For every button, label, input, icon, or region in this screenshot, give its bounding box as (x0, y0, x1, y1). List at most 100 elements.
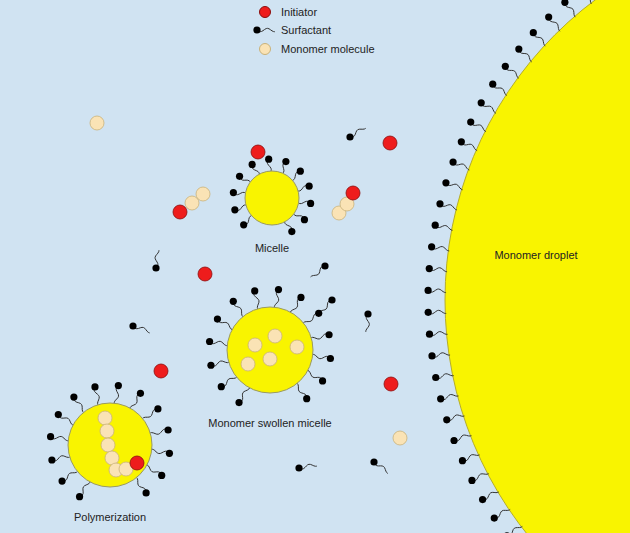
micelle-core (227, 307, 313, 393)
surfactant-head (297, 168, 304, 175)
surfactant-head (152, 264, 159, 271)
initiator-swatch (259, 6, 271, 18)
monomer-molecule (100, 424, 114, 438)
surfactant (370, 458, 387, 473)
node-outline (445, 0, 630, 533)
surfactant-head (137, 390, 144, 397)
surfactant-head (315, 310, 322, 317)
initiator (173, 205, 187, 219)
surfactant-head (253, 26, 260, 33)
monomer-molecule (290, 340, 304, 354)
surfactant (319, 296, 336, 312)
initiator (130, 456, 144, 470)
surfactant (436, 200, 457, 210)
surfactant (152, 250, 159, 271)
surfactant (70, 393, 83, 412)
surfactant (459, 455, 480, 465)
surfactant (290, 294, 304, 312)
surfactant-head (442, 179, 449, 186)
surfactant (293, 168, 304, 181)
surfactant (218, 377, 237, 390)
surfactant-tail (582, 0, 592, 4)
surfactant-head (458, 138, 465, 145)
micelle-circle: Monomer swollen micelle (227, 307, 313, 393)
surfactant (147, 465, 165, 479)
surfactant (150, 426, 171, 434)
surfactant (425, 309, 447, 316)
surfactant (253, 26, 275, 33)
surfactant-head (297, 294, 304, 301)
surfactant-head (436, 200, 443, 207)
surfactant-head (325, 331, 332, 338)
surfactant-head (143, 489, 150, 496)
surfactant (425, 287, 447, 294)
surfactant (249, 161, 260, 174)
surfactant (313, 354, 334, 362)
surfactant-head (236, 173, 243, 180)
surfactant (489, 81, 507, 96)
micelle-core (245, 171, 299, 225)
surfactant (91, 383, 99, 404)
surfactant-head (321, 262, 328, 269)
legend-text: Monomer molecule (281, 43, 375, 55)
surfactant-head (426, 331, 433, 338)
surfactant-head (491, 514, 498, 521)
surfactant-head (346, 133, 353, 140)
surfactant (426, 331, 448, 338)
surfactant (561, 0, 575, 17)
surfactant (467, 118, 486, 131)
micelle-core (68, 403, 152, 487)
surfactant (311, 262, 329, 277)
surfactant-head (432, 374, 439, 381)
surfactant-head (370, 458, 377, 465)
surfactant (274, 286, 282, 307)
surfactant-head (449, 158, 456, 165)
surfactant-head (206, 338, 213, 345)
surfactant-head (230, 189, 237, 196)
surfactant (298, 183, 313, 192)
surfactant-head (115, 382, 122, 389)
surfactant (240, 216, 251, 229)
surfactant (47, 433, 68, 441)
monomer-molecule (196, 187, 210, 201)
surfactant-head (282, 158, 289, 165)
surfactant-head (306, 183, 313, 190)
surfactant (545, 13, 560, 31)
surfactant (235, 388, 249, 406)
surfactant-head (231, 206, 238, 213)
surfactant-head (530, 29, 537, 36)
surfactant-head (240, 221, 247, 228)
surfactant-head (275, 286, 282, 293)
surfactant (297, 383, 310, 402)
surfactant-head (478, 99, 485, 106)
surfactant-head (479, 496, 486, 503)
surfactant (442, 179, 462, 190)
node-label: Polymerization (74, 511, 146, 524)
surfactant-head (489, 81, 496, 88)
surfactant-head (91, 383, 98, 390)
monomer-swatch (259, 43, 271, 55)
surfactant (432, 222, 453, 231)
node-label: Micelle (255, 242, 289, 255)
surfactant (230, 298, 243, 317)
surfactant-head (307, 200, 314, 207)
monomer-droplet: Monomer droplet (445, 0, 630, 533)
surfactant (428, 352, 450, 359)
surfactant (443, 415, 464, 423)
surfactant-head (515, 45, 522, 52)
surfactant-head (459, 457, 466, 464)
surfactant-head (47, 433, 54, 440)
surfactant-head (214, 315, 221, 322)
surfactant-head (443, 416, 450, 423)
surfactant-head (327, 355, 334, 362)
surfactant-head (425, 309, 432, 316)
surfactant-head (230, 298, 237, 305)
monomer-molecule (241, 357, 255, 371)
surfactant-head (303, 395, 310, 402)
surfactant-head (468, 477, 475, 484)
surfactant (308, 370, 326, 384)
surfactant (515, 45, 531, 61)
initiator (346, 186, 360, 200)
surfactant (129, 322, 149, 333)
surfactant (311, 331, 332, 339)
